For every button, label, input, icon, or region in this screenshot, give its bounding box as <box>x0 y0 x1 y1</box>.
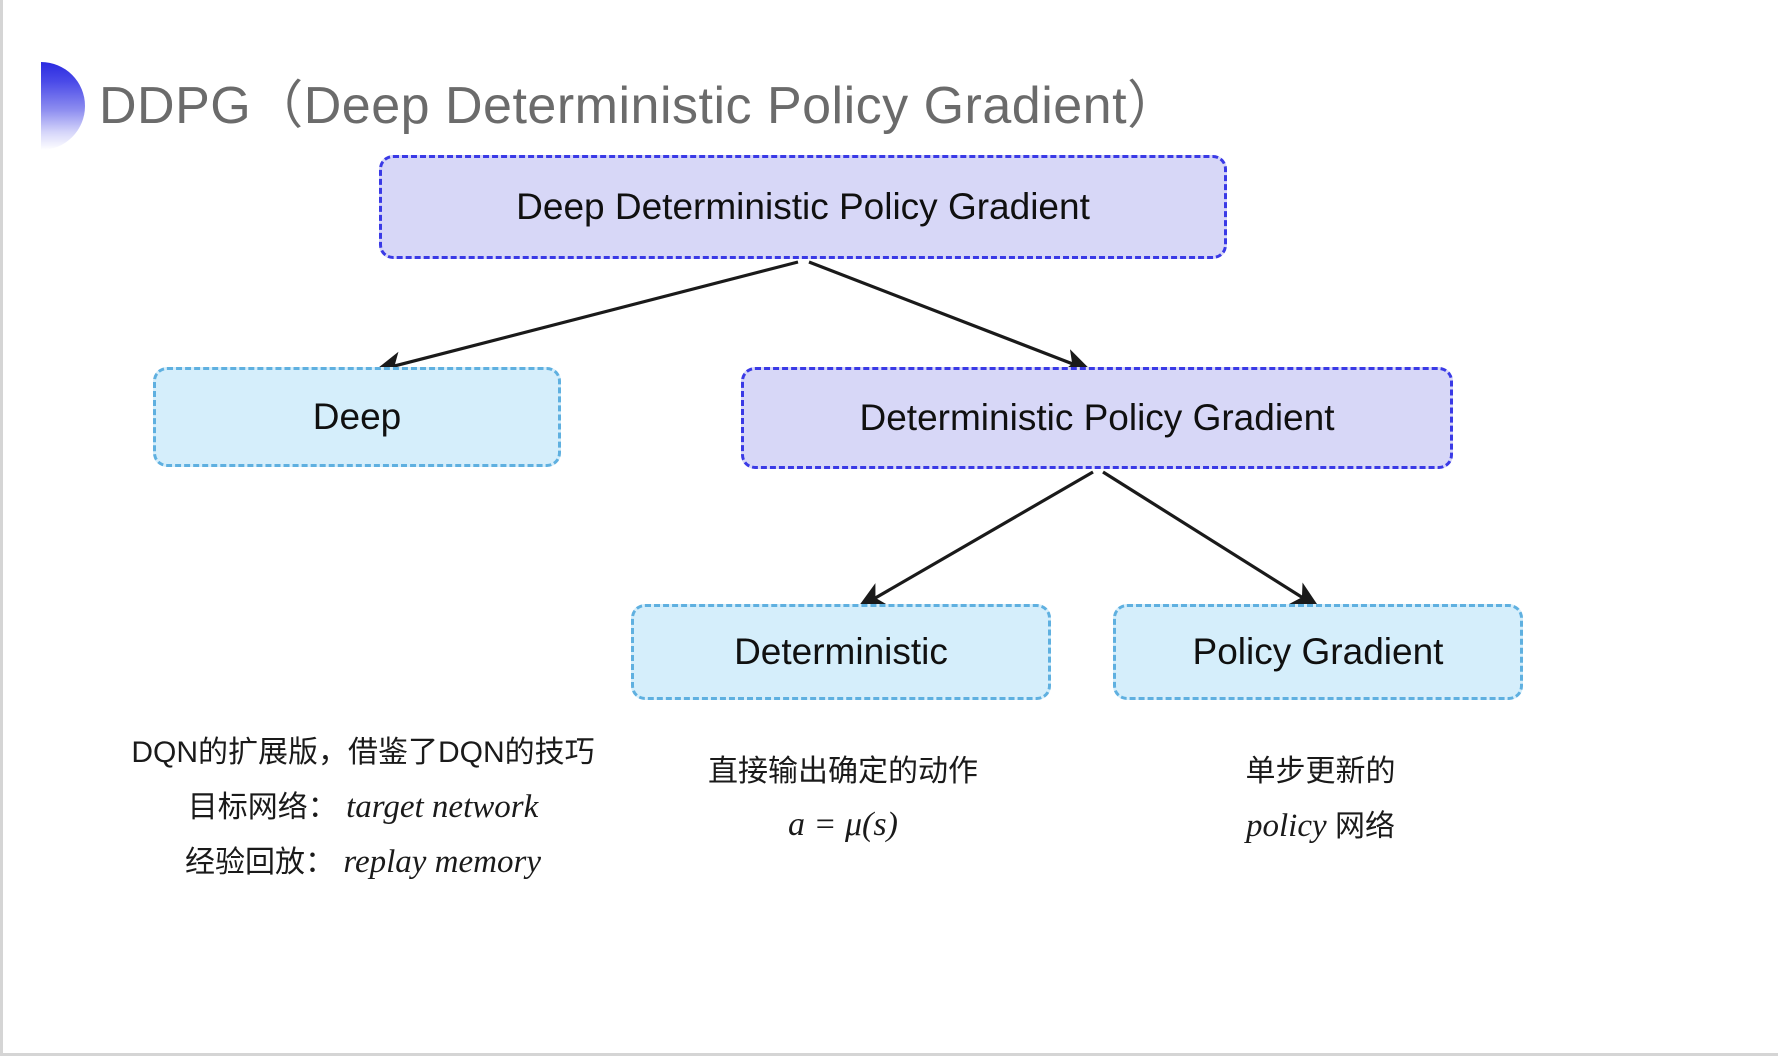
node-label: Deterministic Policy Gradient <box>859 396 1335 438</box>
annotation-label: 经验回放： <box>185 846 335 879</box>
annotation-deep: DQN的扩展版，借鉴了DQN的技巧 目标网络： target network 经… <box>103 726 623 890</box>
annotation-line: policy 网络 <box>1138 799 1503 854</box>
edge-root-deep <box>373 260 799 377</box>
annotation-line: DQN的扩展版，借鉴了DQN的技巧 <box>131 736 595 769</box>
edge-root-dpg <box>808 260 1093 374</box>
annotation-deterministic: 直接输出确定的动作 a = μ(s) <box>653 745 1033 851</box>
annotation-line: 经验回放： replay memory <box>103 835 623 890</box>
annotation-label: 目标网络： <box>187 791 338 824</box>
annotation-term: replay memory <box>343 844 541 880</box>
edge-dpg-pg <box>1102 470 1321 610</box>
node-label: Policy Gradient <box>1192 630 1444 672</box>
node-label: Deterministic <box>734 630 948 672</box>
annotation-line: 单步更新的 <box>1245 755 1396 788</box>
annotation-line: 直接输出确定的动作 <box>708 755 978 788</box>
annotation-line: 目标网络： target network <box>103 780 623 835</box>
annotation-suffix: 网络 <box>1326 810 1395 843</box>
diagram-node-deterministic[interactable]: Deterministic <box>631 604 1051 700</box>
gradient-semicircle-icon <box>41 62 85 150</box>
annotation-term: target network <box>346 789 539 825</box>
node-label: Deep <box>312 395 402 437</box>
annotation-formula: a = μ(s) <box>788 806 898 843</box>
edge-dpg-det <box>856 470 1094 610</box>
page-title: DDPG（Deep Deterministic Policy Gradient） <box>99 77 1180 135</box>
diagram-node-deep[interactable]: Deep <box>153 367 561 467</box>
node-label: Deep Deterministic Policy Gradient <box>516 185 1090 227</box>
diagram-node-policy-gradient[interactable]: Policy Gradient <box>1113 604 1523 700</box>
diagram-node-deterministic-policy-gradient[interactable]: Deterministic Policy Gradient <box>741 367 1453 469</box>
diagram-node-root[interactable]: Deep Deterministic Policy Gradient <box>379 155 1227 259</box>
annotation-policy-gradient: 单步更新的 policy 网络 <box>1138 745 1503 854</box>
annotation-term: policy <box>1246 808 1327 844</box>
